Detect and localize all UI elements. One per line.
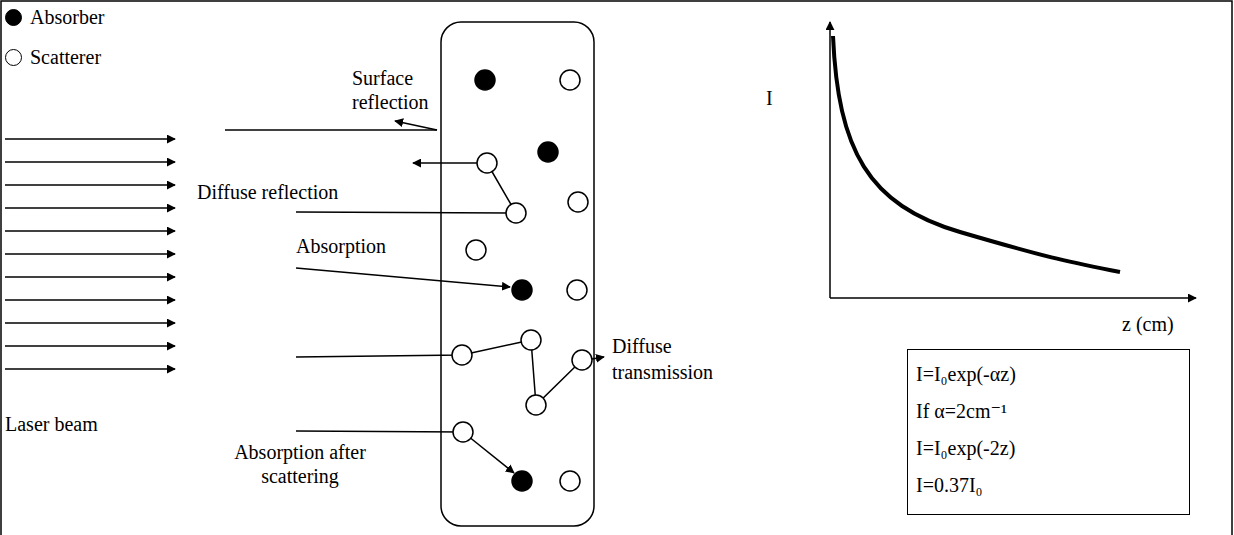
- legend-text: Scatterer: [30, 46, 101, 69]
- tissue-sample: [441, 22, 594, 526]
- process-label: Surface reflection: [352, 66, 447, 114]
- decay-graph: [830, 22, 1196, 298]
- photon-paths: [225, 121, 604, 473]
- equation-text: I=I₀exp(-2z): [916, 430, 1179, 467]
- legend-text: Absorber: [30, 6, 104, 29]
- process-label: Absorption after scattering: [195, 440, 405, 488]
- legend-item: Absorber: [5, 6, 104, 29]
- equation-box: I=I₀exp(-αz)If α=2cm⁻¹I=I₀exp(-2z)I=0.37…: [907, 349, 1190, 515]
- legend-swatch: [5, 49, 22, 66]
- axis-label: I: [766, 86, 773, 110]
- legend-item: Scatterer: [5, 46, 101, 69]
- beam-label: Laser beam: [5, 412, 98, 436]
- equation-text: I=I₀exp(-αz): [916, 356, 1179, 393]
- particles: [452, 70, 592, 491]
- process-label: Diffuse reflection: [197, 180, 338, 204]
- legend-swatch: [5, 9, 22, 26]
- laser-beam-arrows: [5, 139, 175, 369]
- equation-text: I=0.37I₀: [916, 467, 1179, 504]
- equation-text: If α=2cm⁻¹: [916, 393, 1179, 430]
- axis-label: z (cm): [1122, 312, 1174, 336]
- process-label: Absorption: [296, 234, 386, 258]
- process-label: Diffuse transmission: [612, 333, 742, 385]
